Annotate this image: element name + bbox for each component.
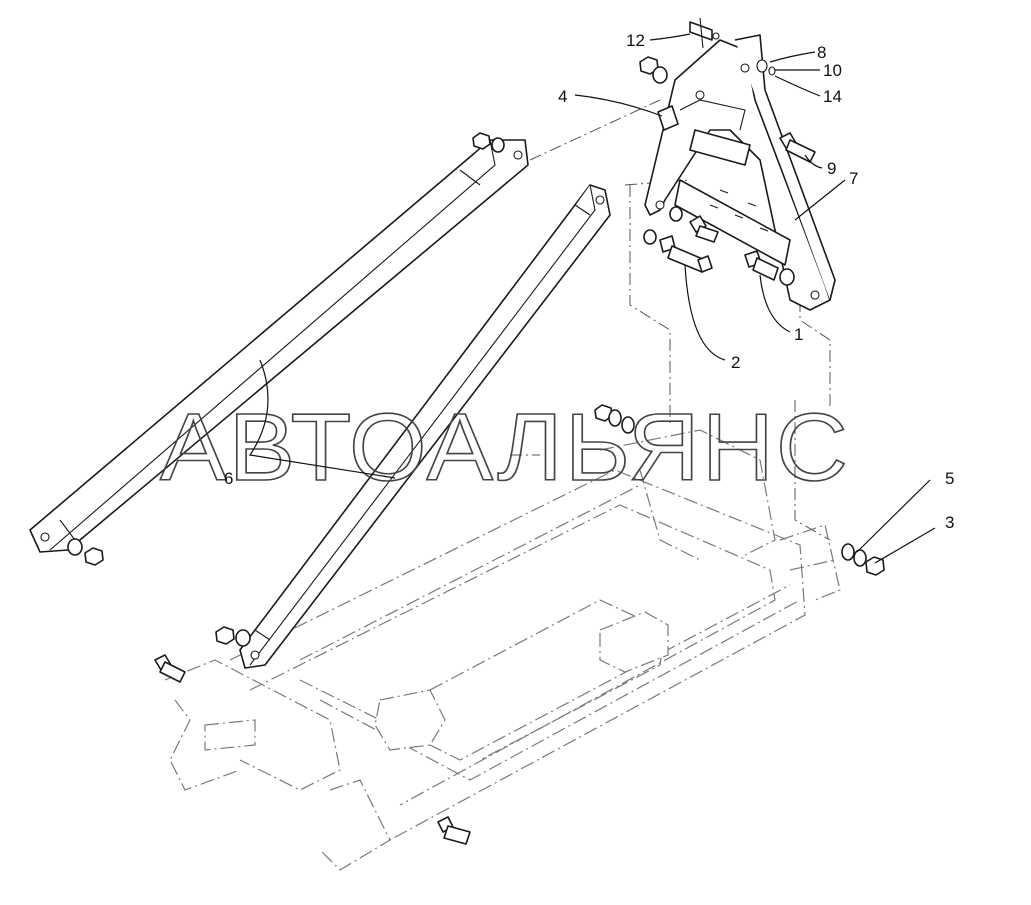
watermark-text: АВТОАЛЬЯНС [160,394,850,501]
callout-12: 12 [626,31,645,50]
callout-10: 10 [823,61,842,80]
bolts [154,132,816,845]
callout-3: 3 [945,513,954,532]
leader-lines [248,33,936,564]
assembly-guide-lines [510,99,831,541]
callout-5: 5 [945,469,954,488]
ghost-frame [164,429,841,871]
callout-7: 7 [849,169,858,188]
callout-4: 4 [558,87,567,106]
callout-2: 2 [731,353,740,372]
callout-1: 1 [794,325,803,344]
callout-9: 9 [827,159,836,178]
callout-6: 6 [224,469,233,488]
a-frame-bracket [644,34,836,311]
pin-part-12 [689,17,720,49]
brace-bar-right [239,184,611,669]
callout-14: 14 [823,87,842,106]
callout-8: 8 [817,43,826,62]
callout-labels: 12 4 8 10 14 9 7 1 2 6 5 3 [224,31,954,532]
fasteners [67,56,885,647]
